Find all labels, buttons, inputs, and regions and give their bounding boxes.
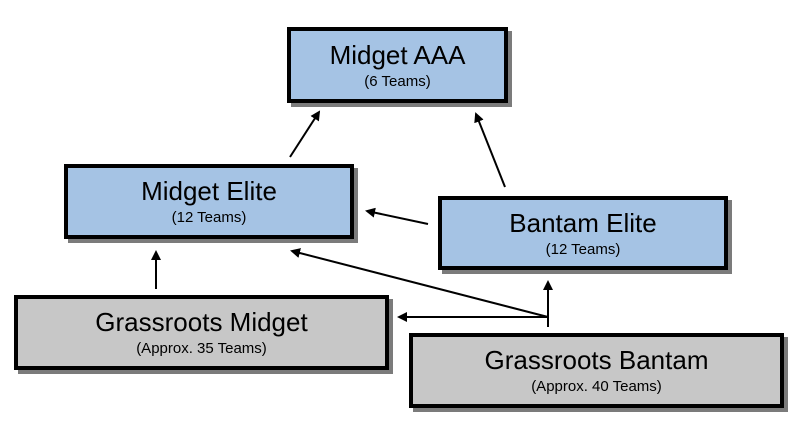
arrow-bantam-elite-to-midget-aaa [474, 112, 506, 188]
node-bantam-elite: Bantam Elite (12 Teams) [438, 196, 728, 270]
node-subtitle: (Approx. 40 Teams) [531, 378, 662, 395]
arrow-grassroots-bantam-to-midget-elite [290, 248, 549, 318]
node-title: Grassroots Bantam [484, 345, 709, 375]
arrow-midget-elite-to-midget-aaa [289, 110, 321, 158]
arrow-bantam-elite-to-midget-elite [365, 207, 429, 225]
node-grassroots-bantam: Grassroots Bantam (Approx. 40 Teams) [409, 333, 784, 408]
node-midget-aaa: Midget AAA (6 Teams) [287, 27, 508, 103]
node-subtitle: (Approx. 35 Teams) [136, 340, 267, 357]
node-subtitle: (12 Teams) [545, 240, 621, 258]
node-title: Midget AAA [329, 39, 466, 70]
node-midget-elite: Midget Elite (12 Teams) [64, 164, 354, 239]
node-title: Grassroots Midget [95, 307, 308, 337]
node-grassroots-midget: Grassroots Midget (Approx. 35 Teams) [14, 295, 389, 370]
node-title: Bantam Elite [509, 207, 657, 238]
node-subtitle: (12 Teams) [171, 209, 247, 226]
node-title: Midget Elite [141, 176, 277, 206]
node-subtitle: (6 Teams) [364, 72, 431, 90]
